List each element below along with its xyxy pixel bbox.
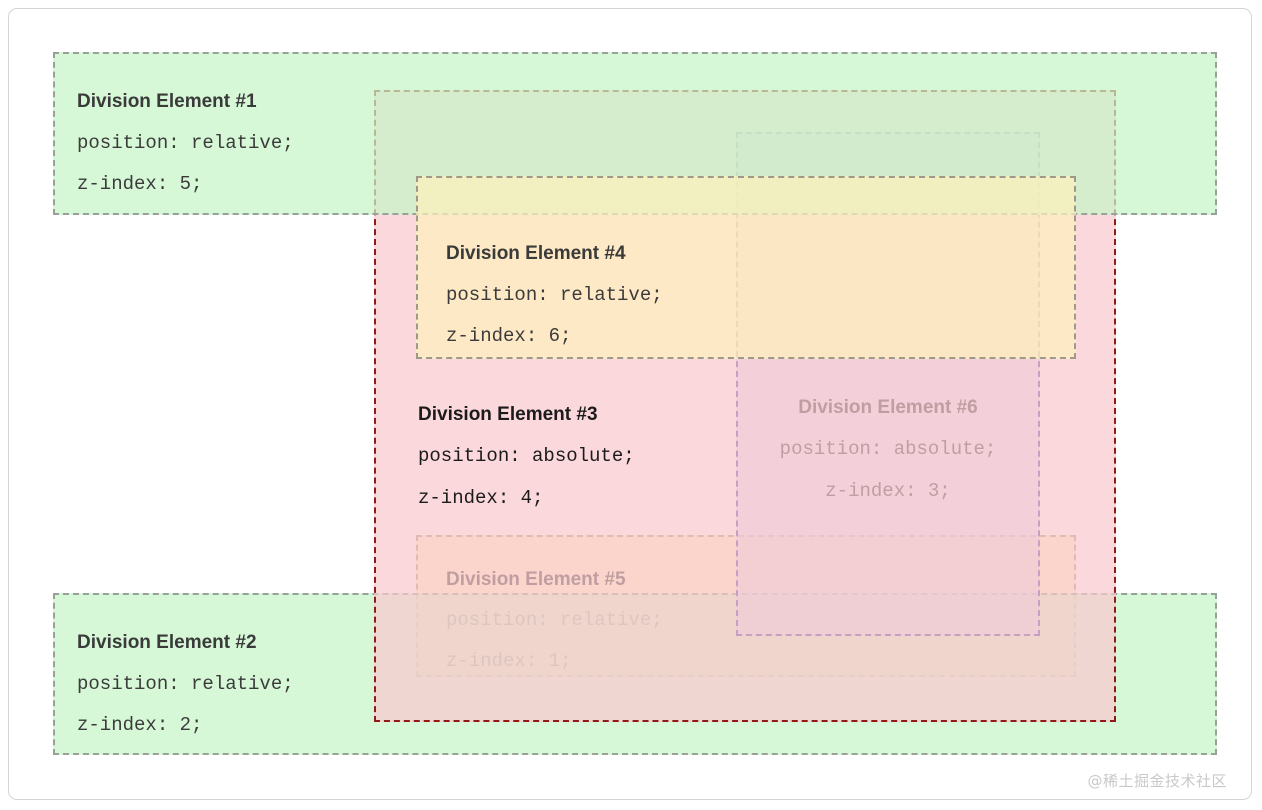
division-element-4-position: position: relative; <box>446 284 663 306</box>
division-element-1-title: Division Element #1 <box>77 91 257 112</box>
division-element-1-position: position: relative; <box>77 132 294 154</box>
division-element-3-zindex: z-index: 4; <box>418 487 544 509</box>
diagram-card: Division Element #1 position: relative; … <box>8 8 1252 800</box>
division-element-1-zindex: z-index: 5; <box>77 173 203 195</box>
division-element-2-zindex: z-index: 2; <box>77 714 203 736</box>
division-element-4-zindex: z-index: 6; <box>446 325 572 347</box>
division-element-3-position: position: absolute; <box>418 445 635 467</box>
division-element-2-position: position: relative; <box>77 673 294 695</box>
watermark-label: @稀土掘金技术社区 <box>1087 772 1227 790</box>
division-element-4-title: Division Element #4 <box>446 243 626 264</box>
division-element-2-title: Division Element #2 <box>77 632 257 653</box>
division-element-3-title: Division Element #3 <box>418 404 598 425</box>
division-element-4-box[interactable]: Division Element #4 position: relative; … <box>416 176 1076 359</box>
